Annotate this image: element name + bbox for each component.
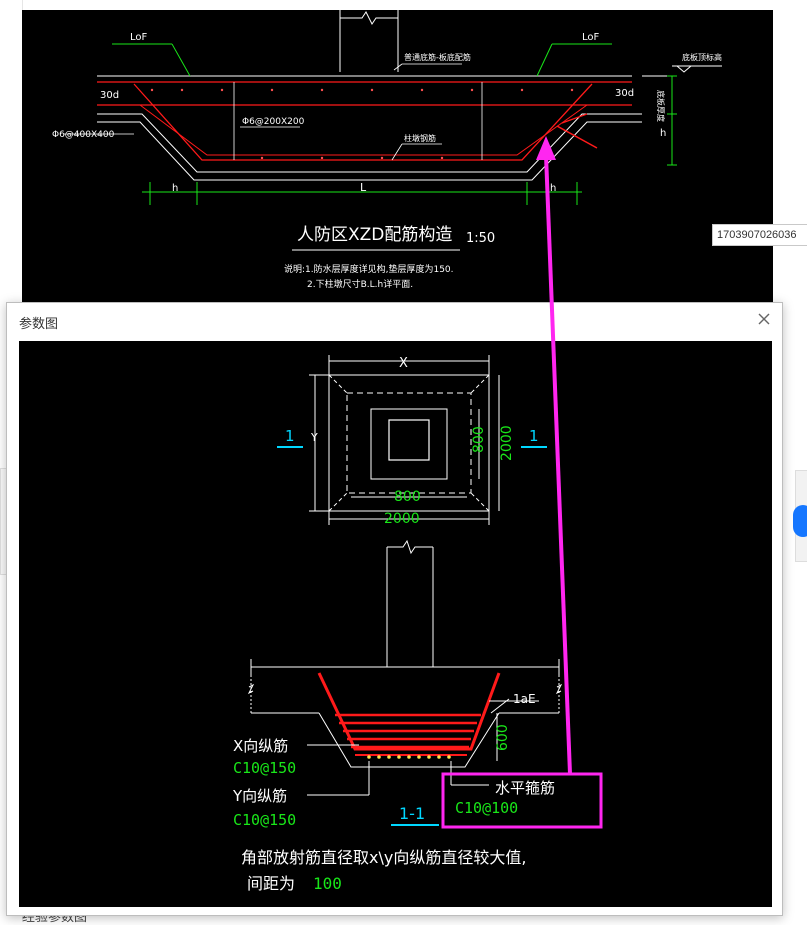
floating-action-button[interactable] [793, 505, 807, 537]
x-rebar-value: C10@150 [233, 759, 296, 777]
section-mark-1-1: 1-1 [399, 804, 425, 823]
plan-dim-2000-horizontal: 2000 [384, 511, 420, 527]
y-rebar-value: C10@150 [233, 811, 296, 829]
right-top-label: 底板顶标高 [682, 52, 722, 62]
background-cad-drawing: LoF LoF 30d 30d 普通底筋-板底配筋 底板顶标高 底板厚度 Φ6@… [22, 10, 773, 310]
30d-right-label: 30d [615, 88, 634, 99]
x-rebar-label: X向纵筋 [233, 737, 288, 755]
dim-h-vertical-label: h [660, 128, 666, 139]
drawing-note-2: 2.下柱墩尺寸B.L.h详平面. [307, 278, 413, 290]
lof-left-label: LoF [130, 32, 148, 43]
y-rebar-label: Y向纵筋 [232, 787, 287, 805]
right-vertical-label: 底板厚度 [656, 90, 666, 122]
drawing-note-1: 说明:1.防水层厚度详见构,垫层厚度为150. [284, 263, 454, 275]
drawing-scale: 1:50 [466, 231, 495, 246]
section-lae-label: 1aE [513, 692, 536, 706]
section-note-line-2-value: 100 [313, 874, 342, 893]
lof-right-label: LoF [582, 32, 600, 43]
section-note-line-2-prefix: 间距为 [247, 874, 295, 893]
plan-dim-2000-vertical: 2000 [499, 425, 515, 461]
top-rebar-label: 普通底筋-板底配筋 [404, 52, 471, 62]
plan-dim-800-vertical: 800 [471, 426, 487, 453]
drawing-title: 人防区XZD配筋构造 [297, 225, 452, 245]
stirrup-value: C10@100 [455, 799, 518, 817]
dim-h-left-label: h [172, 183, 178, 194]
plan-dim-800-horizontal: 800 [394, 489, 421, 505]
30d-left-label: 30d [100, 90, 119, 101]
plan-x-label: X [399, 356, 408, 371]
section-note-line-1: 角部放射筋直径取x\y向纵筋直径较大值, [241, 848, 526, 867]
section-dim-600: 600 [495, 724, 511, 751]
parameter-diagram-canvas: X Y 800 2000 800 2000 1 1 [19, 341, 772, 907]
cad-section-svg: LoF LoF 30d 30d 普通底筋-板底配筋 底板顶标高 底板厚度 Φ6@… [52, 10, 722, 290]
dim-l-label: L [360, 181, 367, 194]
plan-section-mark-right: 1 [529, 427, 539, 445]
dialog-title: 参数图 [19, 316, 59, 331]
stirrup-label: 水平箍筋 [495, 779, 555, 797]
phi6-200-label: Φ6@200X200 [242, 117, 305, 127]
plan-section-mark-left: 1 [285, 427, 295, 445]
image-id-tooltip: 1703907026036 [712, 224, 807, 246]
parameter-diagram-svg: X Y 800 2000 800 2000 1 1 [232, 355, 563, 893]
dim-h-right-label: h [550, 183, 556, 194]
parameter-dialog: 参数图 [6, 302, 783, 916]
phi6-400-label: Φ6@400X400 [52, 130, 115, 140]
pile-rebar-label: 柱墩钢筋 [404, 133, 436, 143]
close-icon[interactable] [754, 309, 774, 329]
plan-y-label: Y [310, 431, 318, 444]
